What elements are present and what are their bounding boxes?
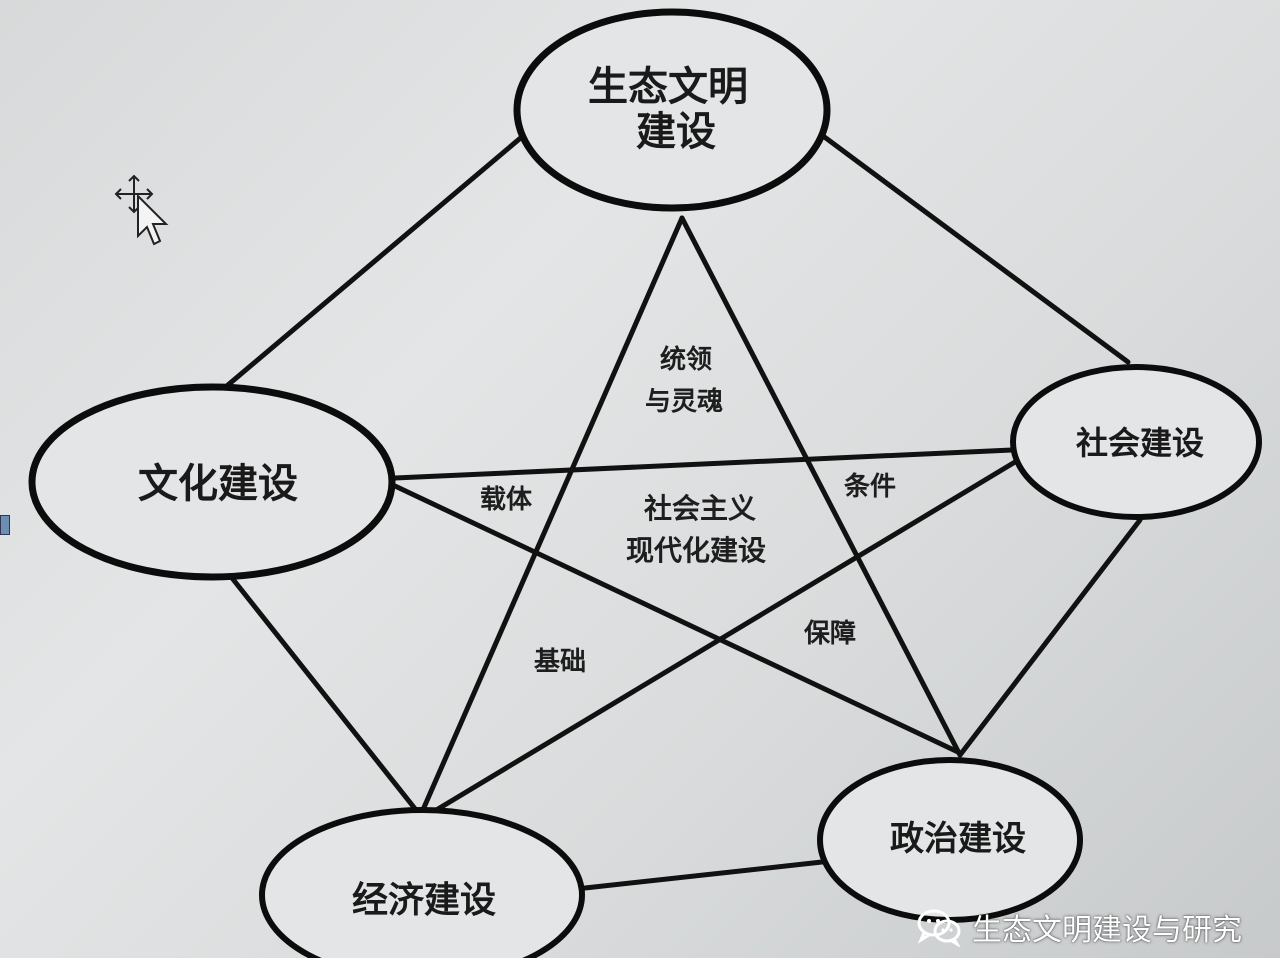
edge-ecology-society xyxy=(812,127,1131,365)
node-ecology-ellipse xyxy=(513,8,831,212)
watermark: 生态文明建设与研究 xyxy=(916,902,1242,952)
wechat-icon xyxy=(917,909,961,947)
edge-culture-politics xyxy=(392,483,961,755)
screen-edge-marker xyxy=(0,515,10,535)
node-ecology-label-line1: 生态文明 xyxy=(588,64,748,110)
edge-society-politics xyxy=(957,517,1143,758)
node-ecology: 生态文明 建设 xyxy=(513,8,831,212)
node-economy-ellipse xyxy=(259,807,585,958)
node-culture-ellipse xyxy=(28,383,396,581)
node-economy-label: 经济建设 xyxy=(352,880,496,921)
edge-ecology-economy xyxy=(419,215,685,815)
watermark-text: 生态文明建设与研究 xyxy=(972,913,1242,948)
relation-lead-line2: 与灵魂 xyxy=(645,387,723,417)
node-politics-label: 政治建设 xyxy=(890,819,1026,859)
edge-society-economy xyxy=(425,459,1018,818)
node-society-ellipse xyxy=(1010,364,1262,520)
edge-ecology-politics xyxy=(679,215,963,758)
move-cursor-icon xyxy=(114,174,169,246)
node-society-label: 社会建设 xyxy=(1076,424,1204,462)
relation-carrier: 载体 xyxy=(480,485,533,515)
relation-guarantee: 保障 xyxy=(803,618,856,649)
node-culture-label: 文化建设 xyxy=(138,461,298,507)
node-politics: 政治建设 xyxy=(817,757,1083,923)
center-label-line2: 现代化建设 xyxy=(626,534,766,567)
edge-economy-politics xyxy=(582,859,825,891)
node-culture: 文化建设 xyxy=(28,383,396,581)
node-ecology-label-line2: 建设 xyxy=(636,109,716,155)
node-economy: 经济建设 xyxy=(259,807,585,958)
center-label-line1: 社会主义 xyxy=(644,492,756,525)
edge-ecology-culture xyxy=(219,127,533,393)
edge-culture-society xyxy=(392,447,1015,481)
relation-foundation: 基础 xyxy=(534,647,586,677)
relation-lead-line1: 统领 xyxy=(660,344,712,375)
node-society: 社会建设 xyxy=(1010,364,1262,520)
edge-culture-economy xyxy=(229,575,423,818)
relation-condition: 条件 xyxy=(844,472,896,502)
